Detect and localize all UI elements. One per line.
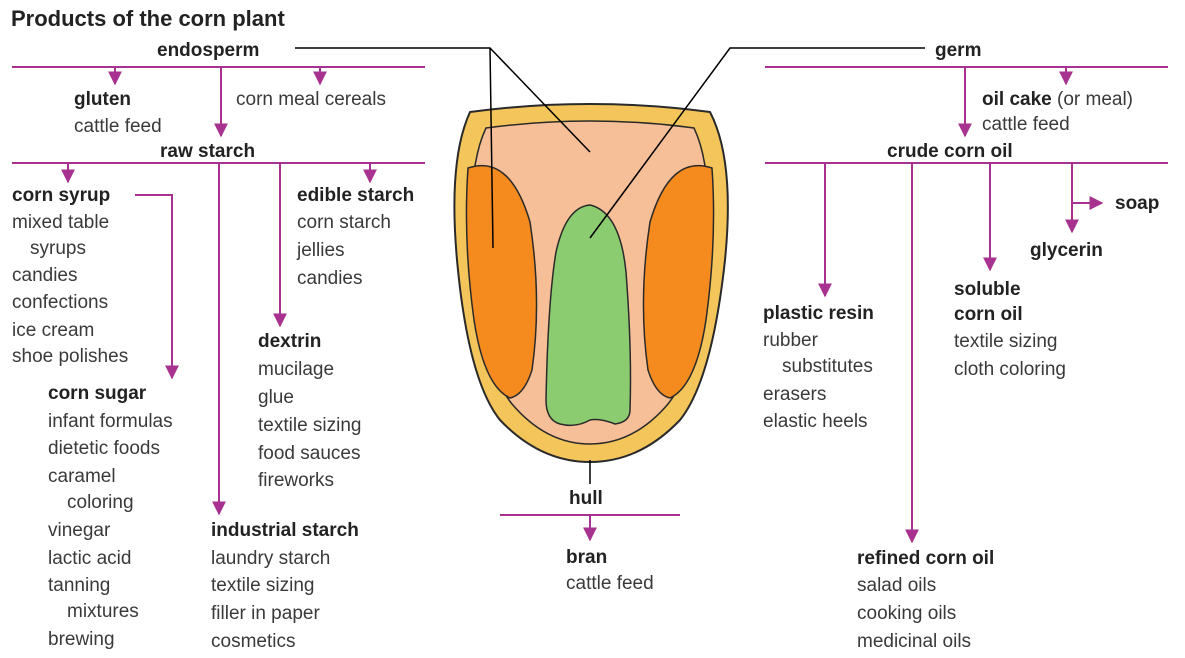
- refined-corn-oil-label: refined corn oil: [857, 545, 994, 572]
- corn-syrup-item: ice cream: [12, 317, 94, 344]
- corn-meal-cereals-label: corn meal cereals: [236, 86, 386, 113]
- edible-starch-item: candies: [297, 265, 363, 292]
- soluble-corn-oil-label-1: soluble: [954, 276, 1021, 303]
- corn-syrup-label: corn syrup: [12, 182, 110, 209]
- industrial-starch-item: cosmetics: [211, 628, 295, 655]
- oil-cake-label: oil cake (or meal): [982, 86, 1133, 113]
- dextrin-item: textile sizing: [258, 412, 362, 439]
- corn-sugar-item: mixtures: [67, 598, 139, 625]
- edible-starch-item: corn starch: [297, 209, 391, 236]
- refined-corn-oil-item: medicinal oils: [857, 628, 971, 655]
- soluble-corn-oil-label-2: corn oil: [954, 301, 1023, 328]
- corn-syrup-item: shoe polishes: [12, 343, 128, 370]
- crude-corn-oil-label: crude corn oil: [887, 138, 1013, 165]
- corn-syrup-item: mixed table: [12, 209, 109, 236]
- plastic-resin-item: elastic heels: [763, 408, 868, 435]
- germ-label: germ: [935, 37, 981, 64]
- bran-label: bran: [566, 544, 607, 571]
- dextrin-item: food sauces: [258, 440, 360, 467]
- glycerin-label: glycerin: [1030, 237, 1103, 264]
- corn-sugar-label: corn sugar: [48, 380, 146, 407]
- corn-sugar-item: coloring: [67, 489, 134, 516]
- refined-corn-oil-item: cooking oils: [857, 600, 956, 627]
- corn-syrup-item: candies: [12, 262, 78, 289]
- corn-syrup-item: syrups: [30, 235, 86, 262]
- soap-label: soap: [1115, 190, 1159, 217]
- gluten-label: gluten: [74, 86, 131, 113]
- corn-syrup-item: confections: [12, 289, 108, 316]
- refined-corn-oil-item: salad oils: [857, 572, 936, 599]
- corn-sugar-item: vinegar: [48, 517, 110, 544]
- corn-sugar-item: tanning: [48, 572, 110, 599]
- plastic-resin-item: erasers: [763, 381, 826, 408]
- dextrin-item: fireworks: [258, 467, 334, 494]
- corn-sugar-item: lactic acid: [48, 545, 131, 572]
- soluble-corn-oil-item: cloth coloring: [954, 356, 1066, 383]
- dextrin-label: dextrin: [258, 328, 321, 355]
- industrial-starch-item: laundry starch: [211, 545, 330, 572]
- corn-kernel-illustration: [454, 104, 727, 462]
- bran-item: cattle feed: [566, 570, 654, 597]
- gluten-item: cattle feed: [74, 113, 162, 140]
- dextrin-item: glue: [258, 384, 294, 411]
- page-title: Products of the corn plant: [11, 6, 285, 32]
- industrial-starch-item: textile sizing: [211, 572, 315, 599]
- oil-cake-item: cattle feed: [982, 111, 1070, 138]
- dextrin-item: mucilage: [258, 356, 334, 383]
- industrial-starch-label: industrial starch: [211, 517, 359, 544]
- plastic-resin-label: plastic resin: [763, 300, 874, 327]
- endosperm-label: endosperm: [157, 37, 259, 64]
- raw-starch-label: raw starch: [160, 138, 255, 165]
- edible-starch-label: edible starch: [297, 182, 414, 209]
- corn-sugar-item: brewing: [48, 626, 115, 653]
- plastic-resin-item: rubber: [763, 327, 818, 354]
- industrial-starch-item: filler in paper: [211, 600, 320, 627]
- hull-label: hull: [569, 485, 603, 512]
- soluble-corn-oil-item: textile sizing: [954, 328, 1058, 355]
- plastic-resin-item: substitutes: [782, 353, 873, 380]
- oil-cake-note: (or meal): [1057, 89, 1133, 110]
- corn-sugar-item: dietetic foods: [48, 435, 160, 462]
- corn-sugar-item: caramel: [48, 463, 116, 490]
- corn-sugar-item: infant formulas: [48, 408, 173, 435]
- oil-cake-name: oil cake: [982, 89, 1052, 110]
- edible-starch-item: jellies: [297, 237, 345, 264]
